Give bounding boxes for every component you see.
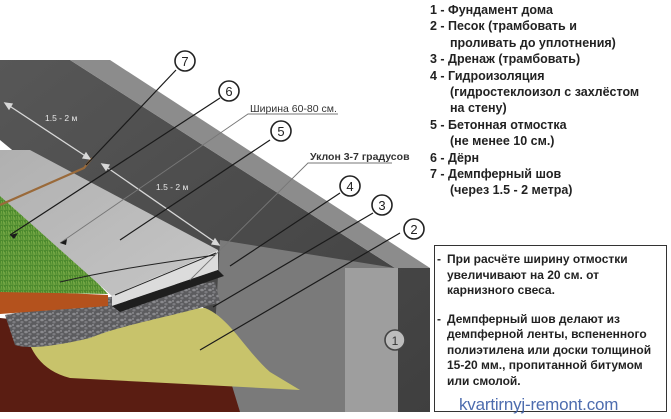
legend-item-3: 3 - Дренаж (трамбовать): [430, 52, 581, 67]
notes-box: При расчёте ширину отмостки увеличивают …: [434, 245, 667, 412]
gravel-drainage-layer: [5, 282, 220, 348]
concrete-blind-area: [0, 150, 218, 296]
callout-1: 1: [384, 329, 406, 351]
callout-leaders: [9, 69, 401, 351]
legend-item-5: 5 - Бетонная отмостка(не менее 10 см.): [430, 117, 567, 149]
svg-text:7: 7: [181, 54, 188, 69]
dimension-arrows: [3, 102, 221, 246]
foundation-face: [345, 268, 398, 412]
svg-text:6: 6: [225, 84, 232, 99]
legend: 1 - Фундамент дома 2 - Песок (трамбовать…: [430, 2, 670, 199]
legend-item-6: 6 - Дёрн: [430, 150, 480, 165]
topsoil-layer: [0, 290, 108, 314]
note-width: При расчёте ширину отмостки увеличивают …: [437, 252, 662, 299]
legend-item-7: 7 - Демпферный шов(через 1.5 - 2 метра): [430, 167, 573, 198]
legend-item-1: 1 - Фундамент дома: [430, 3, 553, 17]
callout-3: 3: [371, 194, 393, 216]
callout-5: 5: [270, 120, 292, 142]
segment-label-2: 1.5 - 2 м: [156, 182, 188, 192]
segment-label-1: 1.5 - 2 м: [45, 113, 77, 123]
svg-text:4: 4: [346, 179, 353, 194]
callout-6: 6: [218, 80, 240, 102]
turf-layer: [0, 196, 108, 294]
waterproofing-layer: [112, 270, 224, 312]
width-label: Ширина 60-80 см.: [250, 103, 337, 115]
svg-text:2: 2: [410, 222, 417, 237]
slope-label: Уклон 3-7 градусов: [310, 151, 410, 163]
watermark: kvartirnyj-remont.com: [459, 395, 619, 414]
foundation-light-edge: [70, 60, 430, 268]
callout-7: 7: [174, 50, 196, 72]
callout-2: 2: [403, 218, 425, 240]
concrete-slab-edge: [112, 250, 218, 306]
callout-circles: 7 6 5 4 3 2 1: [174, 50, 425, 351]
svg-text:3: 3: [378, 198, 385, 213]
callout-4: 4: [339, 175, 361, 197]
svg-text:5: 5: [277, 124, 284, 139]
legend-item-4: 4 - Гидроизоляция(гидростеклоизол с захл…: [430, 68, 640, 116]
svg-text:1: 1: [392, 334, 399, 348]
note-damper: Демпферный шов делают из демпферной лент…: [437, 312, 662, 390]
